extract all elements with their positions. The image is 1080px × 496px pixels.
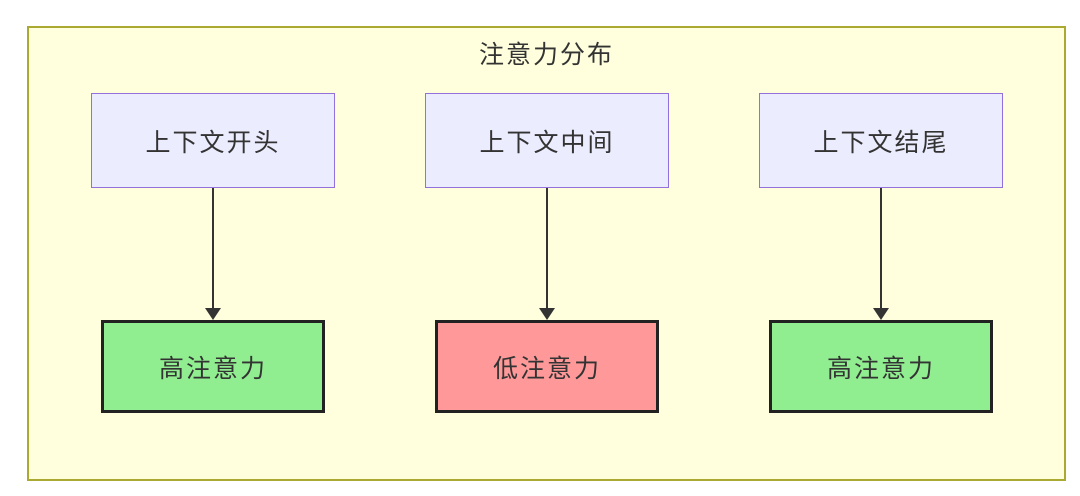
node-context-start: 上下文开头: [91, 93, 335, 188]
node-high-attention-end: 高注意力: [769, 320, 993, 413]
arrow-down-icon: [539, 188, 555, 320]
node-context-end: 上下文结尾: [759, 93, 1003, 188]
node-context-middle: 上下文中间: [425, 93, 669, 188]
arrow-shaft: [880, 188, 882, 309]
column-context-middle: 上下文中间 低注意力: [417, 28, 677, 479]
arrow-down-icon: [873, 188, 889, 320]
column-context-end: 上下文结尾 高注意力: [751, 28, 1011, 479]
node-low-attention-middle: 低注意力: [435, 320, 659, 413]
column-context-start: 上下文开头 高注意力: [83, 28, 343, 479]
arrow-shaft: [212, 188, 214, 309]
arrowhead-icon: [873, 308, 889, 320]
node-high-attention-start: 高注意力: [101, 320, 325, 413]
attention-distribution-frame: 注意力分布 上下文开头 高注意力 上下文中间 低注意力 上下文结尾 高注意力: [27, 26, 1066, 481]
arrow-down-icon: [205, 188, 221, 320]
arrowhead-icon: [205, 308, 221, 320]
arrowhead-icon: [539, 308, 555, 320]
diagram-title: 注意力分布: [478, 41, 614, 69]
arrow-shaft: [546, 188, 548, 309]
